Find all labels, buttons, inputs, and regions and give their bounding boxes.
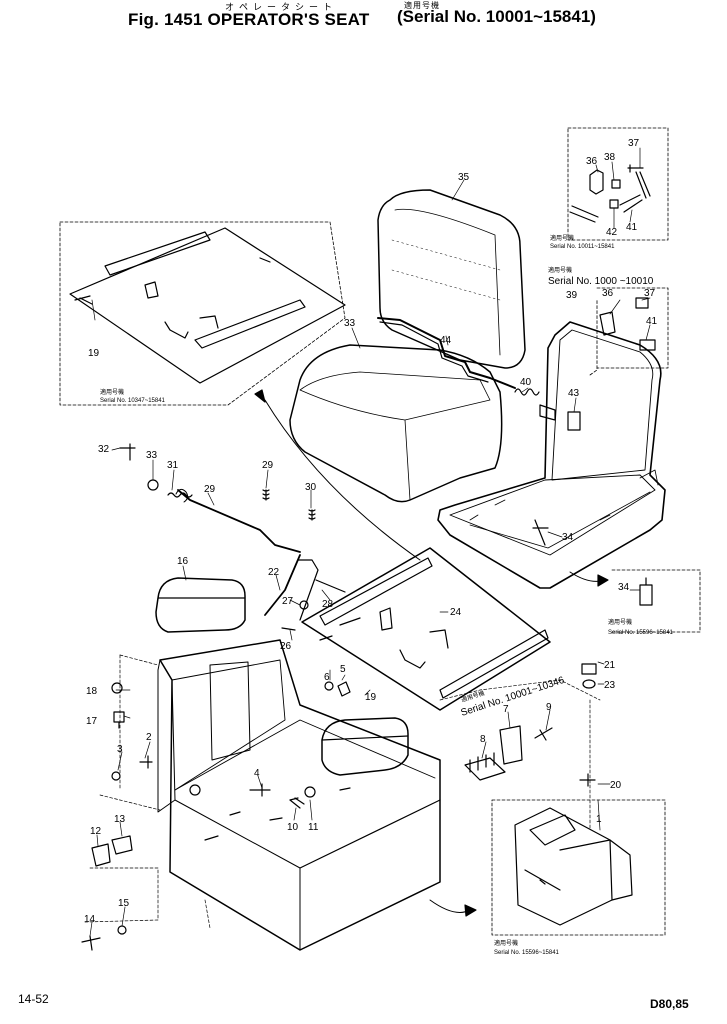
callout-32: 33	[146, 450, 158, 461]
callout-37: 37	[628, 138, 640, 149]
frame-hardware	[532, 297, 656, 546]
callout-19b: 19	[365, 692, 377, 703]
callout-8: 8	[480, 734, 486, 745]
callout-35: 35	[458, 172, 470, 183]
callout-17: 17	[86, 716, 98, 727]
bracket-12-13	[81, 835, 133, 951]
assembly-lines	[84, 654, 601, 929]
note-left-inset: Serial No. 10347~15841	[100, 398, 166, 404]
callout-5: 5	[340, 664, 346, 675]
callout-9: 9	[546, 702, 552, 713]
inset-bracket-lower	[596, 287, 669, 369]
callout-10: 10	[287, 822, 299, 833]
callout-41b: 41	[646, 316, 658, 327]
note-bolt-inset: Serial No. 15596~15841	[608, 630, 674, 636]
callout-42: 42	[606, 227, 618, 238]
callout-29b: 30	[305, 482, 317, 493]
seat-cushion	[289, 344, 503, 503]
title-serial-range: (Serial No. 10001~15841)	[397, 7, 596, 26]
spring-40	[514, 388, 540, 396]
spring-29b	[308, 509, 316, 521]
callout-38: 38	[604, 152, 616, 163]
callout-3: 3	[117, 744, 123, 755]
note-top-right-jp: 適用号機	[550, 234, 574, 242]
callout-34: 34	[562, 532, 574, 543]
seat-box	[157, 639, 441, 951]
callout-18: 18	[86, 686, 98, 697]
callout-24: 24	[450, 607, 462, 618]
washer-32	[147, 479, 159, 491]
callout-19: 19	[88, 348, 100, 359]
callout-34b: 34	[618, 582, 630, 593]
figure-title: Fig. 1451 OPERATOR'S SEAT	[128, 10, 370, 29]
leader-lines	[89, 147, 651, 937]
note-bottom-inset-jp: 適用号機	[494, 939, 518, 947]
callout-6: 6	[324, 672, 330, 683]
note-mid-right-jp: 適用号機	[548, 266, 572, 274]
back-support-rod	[377, 317, 516, 389]
note-bottom-inset: Serial No. 15596~15841	[494, 950, 560, 956]
page-number: 14-52	[18, 992, 49, 1006]
callout-43: 43	[568, 388, 580, 399]
box-hardware	[111, 681, 351, 809]
callout-14: 14	[84, 914, 96, 925]
cable-leader	[264, 399, 421, 561]
callout-2: 2	[146, 732, 152, 743]
callout-4: 4	[254, 768, 260, 779]
callout-41: 41	[626, 222, 638, 233]
callout-23: 22	[268, 567, 280, 578]
note-bolt-inset-jp: 適用号機	[608, 618, 632, 626]
bolt-31	[119, 443, 136, 461]
callout-39: 39	[566, 290, 578, 301]
callout-21: 21	[604, 660, 616, 671]
callout-27: 28	[322, 599, 334, 610]
callout-30: 31	[167, 460, 179, 471]
callout-29a: 29	[262, 460, 274, 471]
spring-29a	[262, 489, 270, 501]
callout-28: 29	[204, 484, 216, 495]
title-japanese: オペレータシート	[225, 2, 338, 12]
seat-plate	[301, 547, 551, 711]
callout-36b: 36	[602, 288, 614, 299]
armrest-16	[155, 577, 246, 633]
callout-26: 27	[282, 596, 294, 607]
note-left-inset-jp: 適用号機	[100, 388, 124, 396]
title-serial-japanese: 適用号機	[404, 1, 440, 10]
callout-33: 33	[344, 318, 356, 329]
callout-36: 36	[586, 156, 598, 167]
armrest-right	[321, 717, 409, 776]
callout-40: 40	[520, 377, 532, 388]
inset-plate-variant	[59, 221, 346, 406]
lever-linkage	[264, 554, 346, 631]
adjust-lever	[175, 488, 301, 553]
callout-7: 7	[503, 704, 509, 715]
damper-parts	[464, 663, 597, 787]
seat-back	[377, 189, 526, 369]
callout-13: 13	[114, 814, 126, 825]
note-top-right: Serial No. 10011~15841	[550, 244, 615, 250]
spring-30	[167, 492, 193, 498]
callout-12: 12	[90, 826, 102, 837]
callout-16: 16	[177, 556, 189, 567]
callout-20: 20	[610, 780, 622, 791]
serial-notes: 適用号機 Serial No. 10011~15841 適用号機 Serial …	[100, 234, 674, 956]
inset-bracket-upper	[567, 127, 669, 241]
callout-25: 26	[280, 641, 292, 652]
callout-22: 23	[604, 680, 616, 691]
callout-11: 11	[308, 822, 319, 833]
inset-box-variant	[491, 799, 666, 936]
model-number: D80,85	[650, 997, 689, 1011]
callout-37b: 37	[644, 288, 656, 299]
callout-44: 44	[440, 335, 452, 346]
callout-labels: 37 36 38 42 41 35 33 44 40 39 36 37 41 4…	[84, 138, 658, 925]
note-mid-right: Serial No. 1000 ~10010	[548, 276, 654, 287]
callout-15: 15	[118, 898, 130, 909]
callout-31: 32	[98, 444, 110, 455]
callout-1: 1	[596, 814, 602, 825]
